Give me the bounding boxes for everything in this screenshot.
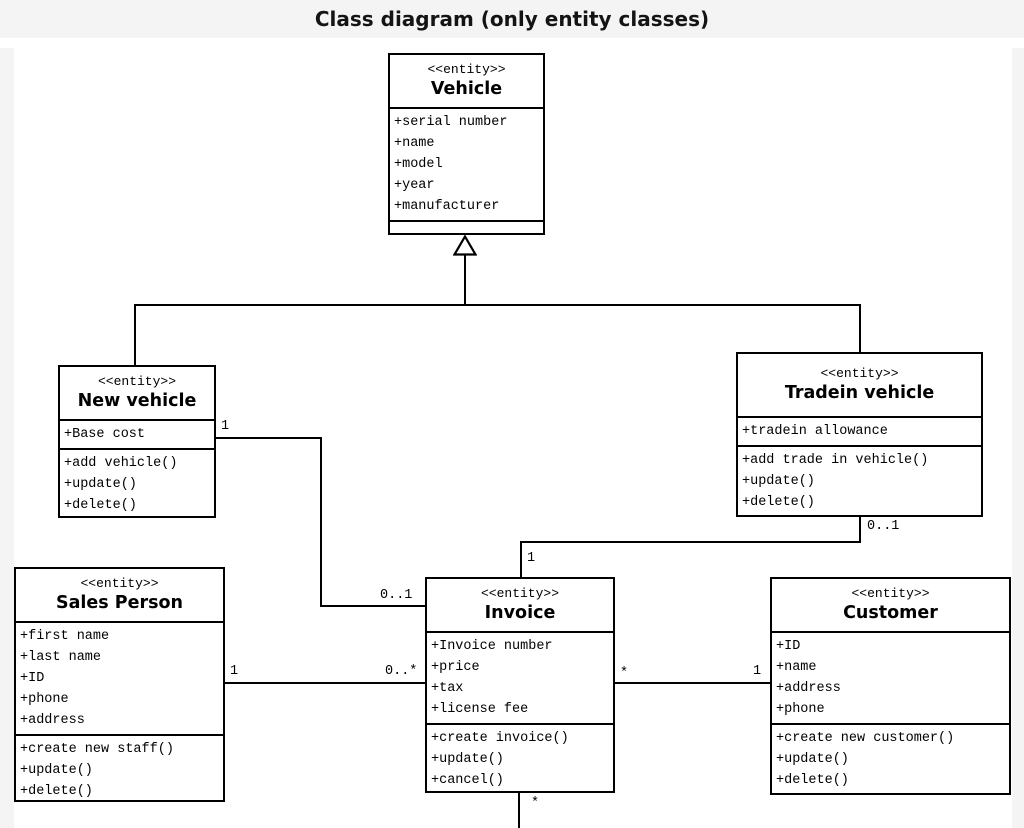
class-name: New vehicle xyxy=(77,391,197,411)
member-label: +ID xyxy=(776,639,801,654)
class-header: <<entity>> Sales Person xyxy=(16,569,223,621)
class-attributes: +ID +name +address +phone xyxy=(772,631,1009,723)
multiplicity-label: 0..1 xyxy=(867,519,900,534)
member-label: +address xyxy=(20,713,85,728)
member-label: +update() xyxy=(431,752,504,767)
member-label: +delete() xyxy=(20,784,93,799)
class-stereotype: <<entity>> xyxy=(97,374,176,389)
member-label: +create new customer() xyxy=(776,731,955,746)
member-label: +address xyxy=(776,681,841,696)
member-label: +update() xyxy=(20,763,93,778)
class-operations: +create new customer() +update() +delete() xyxy=(772,723,1009,793)
member-label: +phone xyxy=(20,692,69,707)
member-label: +price xyxy=(431,660,480,675)
page-title: Class diagram (only entity classes) xyxy=(314,7,710,31)
class-attributes: +serial number +name +model +year +manufactu… xyxy=(390,107,543,220)
class-operations: +create new staff() +update() +delete() xyxy=(16,734,223,800)
assoc-tradein-invoice-seg2 xyxy=(520,541,861,543)
assoc-invoice-down xyxy=(518,793,520,828)
multiplicity-label: 1 xyxy=(230,664,239,679)
class-header: <<entity>> Invoice xyxy=(427,579,613,631)
assoc-newvehicle-invoice-seg2 xyxy=(320,437,322,607)
class-stereotype: <<entity>> xyxy=(480,586,559,601)
member-label: +last name xyxy=(20,650,102,665)
member-label: +year xyxy=(394,178,435,193)
member-label: +name xyxy=(394,136,435,151)
class-attributes: +tradein allowance xyxy=(738,416,981,445)
multiplicity-label: 1 xyxy=(753,664,762,679)
class-operations: +create invoice() +update() +cancel() xyxy=(427,723,613,791)
class-operations: +add vehicle() +update() +delete() xyxy=(60,448,214,516)
assoc-newvehicle-invoice-seg1 xyxy=(216,437,322,439)
class-stereotype: <<entity>> xyxy=(851,586,930,601)
class-attributes: +Base cost xyxy=(60,419,214,448)
class-stereotype: <<entity>> xyxy=(80,576,159,591)
member-label: +update() xyxy=(742,474,815,489)
class-operations xyxy=(390,220,543,233)
generalization-line-drop-newvehicle xyxy=(134,304,136,366)
multiplicity-label: * xyxy=(531,796,540,811)
class-stereotype: <<entity>> xyxy=(427,62,506,77)
class-box-invoice: <<entity>> Invoice +Invoice number +price… xyxy=(425,577,615,793)
member-label: +ID xyxy=(20,671,45,686)
member-label: +first name xyxy=(20,629,110,644)
member-label: +create new staff() xyxy=(20,742,174,757)
member-label: +Base cost xyxy=(64,427,146,442)
class-attributes: +Invoice number +price +tax +license fee xyxy=(427,631,613,723)
member-label: +create invoice() xyxy=(431,731,569,746)
class-box-customer: <<entity>> Customer +ID +name +address +pho… xyxy=(770,577,1011,795)
class-header: <<entity>> Vehicle xyxy=(390,55,543,107)
multiplicity-label: 0..1 xyxy=(380,588,413,603)
member-label: +delete() xyxy=(776,773,849,788)
member-label: +manufacturer xyxy=(394,199,500,214)
multiplicity-label: 1 xyxy=(527,551,536,566)
assoc-salesperson-invoice xyxy=(225,682,425,684)
member-label: +add trade in vehicle() xyxy=(742,453,929,468)
left-margin xyxy=(0,48,14,828)
member-label: +delete() xyxy=(742,495,815,510)
class-name: Tradein vehicle xyxy=(784,383,935,403)
diagram-title-bar: Class diagram (only entity classes) xyxy=(0,0,1024,38)
member-label: +add vehicle() xyxy=(64,456,178,471)
member-label: +update() xyxy=(64,477,137,492)
class-box-tradein-vehicle: <<entity>> Tradein vehicle +tradein allo… xyxy=(736,352,983,517)
member-label: +update() xyxy=(776,752,849,767)
diagram-canvas: 1 0..1 1 0..* * 1 0..1 1 * <<entity>> Ve… xyxy=(14,48,1012,828)
class-header: <<entity>> Customer xyxy=(772,579,1009,631)
generalization-line-drop-tradein xyxy=(859,304,861,354)
class-name: Customer xyxy=(843,603,938,623)
class-header: <<entity>> New vehicle xyxy=(60,367,214,419)
member-label: +Invoice number xyxy=(431,639,553,654)
member-label: +serial number xyxy=(394,115,508,130)
member-label: +name xyxy=(776,660,817,675)
member-label: +cancel() xyxy=(431,773,504,788)
member-label: +tradein allowance xyxy=(742,424,888,439)
class-header: <<entity>> Tradein vehicle xyxy=(738,354,981,416)
multiplicity-label: * xyxy=(620,666,629,681)
class-name: Vehicle xyxy=(430,79,503,99)
multiplicity-label: 1 xyxy=(221,419,230,434)
assoc-tradein-invoice-seg1 xyxy=(859,517,861,543)
right-margin xyxy=(1012,48,1024,828)
class-box-vehicle: <<entity>> Vehicle +serial number +name +m… xyxy=(388,53,545,235)
multiplicity-label: 0..* xyxy=(385,664,418,679)
class-name: Sales Person xyxy=(55,593,183,613)
member-label: +tax xyxy=(431,681,464,696)
class-box-new-vehicle: <<entity>> New vehicle +Base cost +add v… xyxy=(58,365,216,518)
generalization-line-vertical xyxy=(464,254,466,306)
class-name: Invoice xyxy=(484,603,556,623)
class-stereotype: <<entity>> xyxy=(820,366,899,381)
member-label: +model xyxy=(394,157,443,172)
generalization-line-horizontal xyxy=(134,304,861,306)
assoc-newvehicle-invoice-seg3 xyxy=(320,605,425,607)
class-attributes: +first name +last name +ID +phone +address xyxy=(16,621,223,734)
class-box-sales-person: <<entity>> Sales Person +first name +last… xyxy=(14,567,225,802)
assoc-tradein-invoice-seg3 xyxy=(520,541,522,577)
member-label: +phone xyxy=(776,702,825,717)
member-label: +delete() xyxy=(64,498,137,513)
assoc-invoice-customer xyxy=(615,682,770,684)
generalization-arrow-icon xyxy=(453,235,477,256)
member-label: +license fee xyxy=(431,702,529,717)
class-operations: +add trade in vehicle() +update() +delete(… xyxy=(738,445,981,515)
